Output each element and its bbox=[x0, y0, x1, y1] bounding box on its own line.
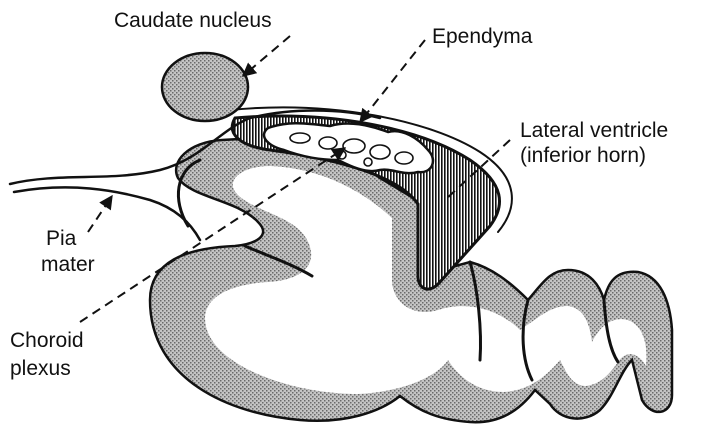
pia-mater-line bbox=[14, 187, 200, 240]
label-choroid-line1: Choroid bbox=[10, 328, 84, 353]
caudate-nucleus-shape bbox=[162, 53, 248, 121]
label-ependyma: Ependyma bbox=[432, 24, 532, 49]
label-lateral-ventricle-line2: (inferior horn) bbox=[520, 143, 646, 168]
label-pia-line1: Pia bbox=[46, 226, 76, 251]
pia-leader-line bbox=[88, 196, 112, 232]
caudate-leader-line bbox=[243, 36, 290, 76]
label-choroid-line2: plexus bbox=[10, 356, 71, 381]
label-caudate-nucleus: Caudate nucleus bbox=[114, 8, 272, 33]
label-pia-line2: mater bbox=[41, 252, 95, 277]
label-lateral-ventricle-line1: Lateral ventricle bbox=[520, 118, 668, 143]
ependyma-leader-line bbox=[360, 40, 425, 122]
